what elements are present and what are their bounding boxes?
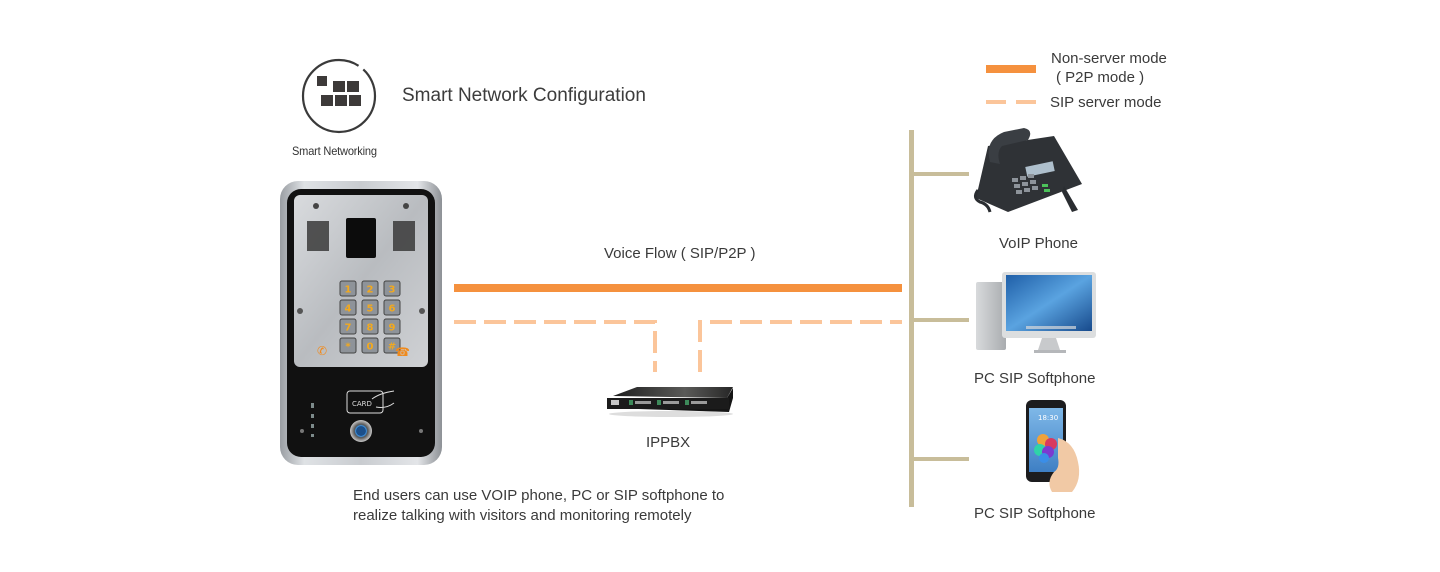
keypad-key <box>339 280 357 297</box>
svg-text:✆: ✆ <box>317 344 327 358</box>
legend-sip-server-label: SIP server mode <box>1050 94 1162 111</box>
keypad-key <box>383 337 401 354</box>
desktop-computer-icon <box>972 270 1098 356</box>
caption-line-2: realize talking with visitors and monito… <box>353 507 692 524</box>
sip-server-dashed-route <box>454 320 902 372</box>
keypad-key-label: 7 <box>345 323 352 334</box>
keypad-key-label: 9 <box>389 323 396 334</box>
ippbx-label: IPPBX <box>646 434 691 451</box>
keypad-key <box>383 280 401 297</box>
caption-line-1: End users can use VOIP phone, PC or SIP … <box>353 487 725 504</box>
legend-p2p-label: ( P2P mode ) <box>1056 69 1145 86</box>
legend-nonserver-label: Non-server mode <box>1051 50 1167 67</box>
keypad-key-label: 2 <box>367 285 374 296</box>
keypad-key <box>339 337 357 354</box>
voice-flow-label: Voice Flow ( SIP/P2P ) <box>604 245 756 262</box>
keypad-key <box>383 318 401 335</box>
keypad-key-label: 4 <box>345 304 352 315</box>
voip-phone-label: VoIP Phone <box>999 235 1078 252</box>
keypad-key <box>361 299 379 316</box>
bus-branch-pc <box>909 318 969 322</box>
legend-solid-line-swatch <box>986 65 1036 73</box>
legend-dashed-line-swatch <box>986 100 1036 104</box>
smart-networking-grid-icon <box>300 57 378 135</box>
p2p-solid-connection-line <box>454 284 902 292</box>
keypad-key-label: # <box>388 342 396 353</box>
ippbx-server-icon <box>605 384 737 418</box>
bus-branch-voip-phone <box>909 172 969 176</box>
keypad-key-label: 3 <box>389 285 396 296</box>
keypad-key-label: 6 <box>389 304 396 315</box>
pc-softphone-label: PC SIP Softphone <box>974 370 1096 387</box>
keypad-key <box>383 299 401 316</box>
keypad-key-label: 0 <box>367 342 374 353</box>
icon-caption: Smart Networking <box>292 144 377 158</box>
keypad-key <box>361 280 379 297</box>
page-title: Smart Network Configuration <box>402 85 646 106</box>
svg-text:CARD: CARD <box>352 400 372 408</box>
keypad-key <box>339 299 357 316</box>
svg-text:☎: ☎ <box>395 345 410 359</box>
keypad-key <box>339 318 357 335</box>
keypad-key-label: 1 <box>345 285 352 296</box>
smartphone-in-hand-icon: 18:30 <box>1018 398 1090 494</box>
keypad-key-label: * <box>345 342 351 353</box>
bus-branch-smartphone <box>909 457 969 461</box>
svg-text:18:30: 18:30 <box>1038 414 1058 422</box>
diagram-caption: End users can use VOIP phone, PC or SIP … <box>353 486 813 526</box>
voip-desk-phone-icon <box>968 126 1088 218</box>
keypad-key-label: 8 <box>367 323 374 334</box>
mobile-softphone-label: PC SIP Softphone <box>974 505 1096 522</box>
keypad-key-label: 5 <box>367 304 374 315</box>
keypad-key <box>361 318 379 335</box>
door-intercom-keypad-icon: 1 2 3 4 5 6 7 8 9 * 0 # ✆ ☎ CARD <box>280 181 442 465</box>
keypad-key <box>361 337 379 354</box>
